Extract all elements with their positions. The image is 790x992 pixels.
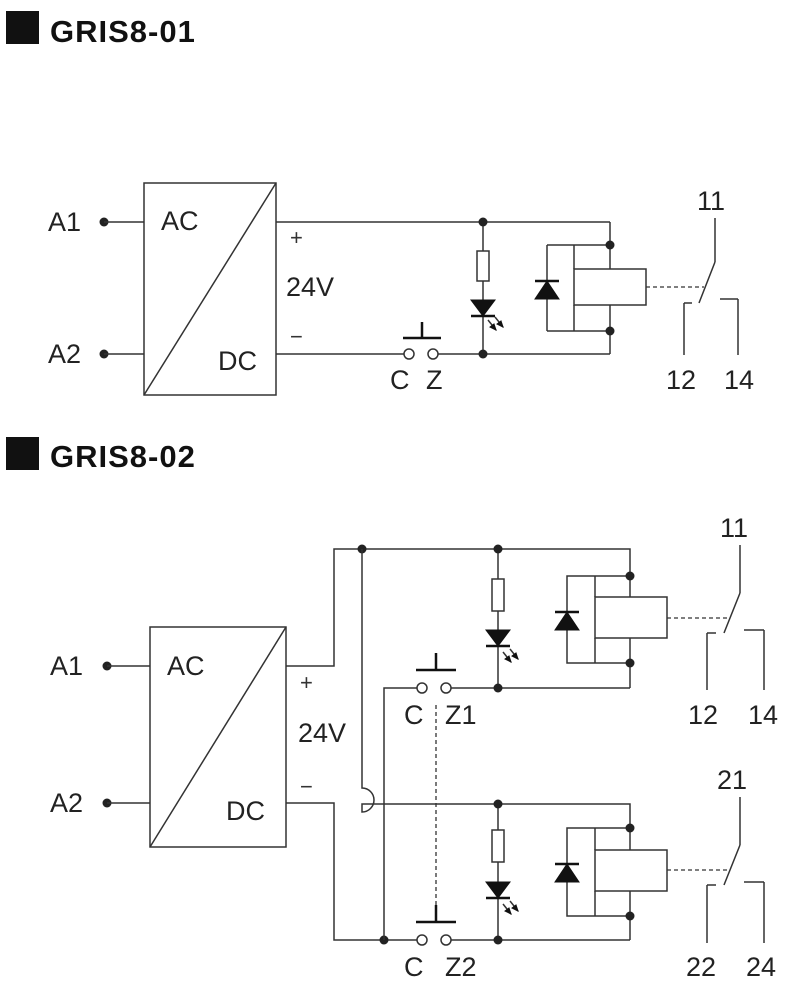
section-gris8-01: GRIS8-01 A1 A2 AC DC + − 24V [6, 11, 754, 396]
contact-14-label: 14 [748, 700, 778, 730]
input-a2-label: A2 [48, 339, 81, 369]
push-button-switch: C Z [390, 322, 443, 395]
converter-dc-label: DC [226, 796, 265, 826]
contact-11-label: 11 [697, 186, 725, 216]
resistor-icon [491, 578, 505, 612]
wiring [286, 544, 631, 945]
title-square-icon [6, 437, 39, 470]
switch-z-label: Z [426, 365, 443, 395]
converter-ac-label: AC [167, 651, 205, 681]
plus-label: + [290, 225, 303, 250]
plus-label: + [300, 670, 313, 695]
input-terminals: A1 A2 [50, 651, 150, 818]
section-title: GRIS8-02 [50, 439, 196, 474]
relay-contact: 11 12 14 [666, 186, 754, 395]
switch-c-label: C [404, 952, 424, 982]
relay-coil-icon [594, 596, 668, 639]
resistor-icon [491, 829, 505, 863]
ac-dc-converter: AC DC [149, 626, 287, 848]
converter-ac-label: AC [161, 206, 199, 236]
relay-2: 21 22 24 [554, 765, 776, 982]
relay-1: 11 12 14 [554, 513, 778, 730]
relay: 11 12 14 [534, 186, 754, 395]
title-square-icon [6, 11, 39, 44]
led-icon [485, 629, 519, 663]
switch-c-label: C [404, 700, 424, 730]
voltage-label: 24V [298, 718, 346, 748]
led-icon [485, 881, 519, 915]
diode-icon [534, 279, 560, 300]
contact-22-label: 22 [686, 952, 716, 982]
push-button-switch-1: C Z1 [404, 653, 477, 730]
push-button-switch-2: C Z2 [404, 905, 477, 982]
contact-12-label: 12 [688, 700, 718, 730]
minus-label: − [290, 324, 303, 349]
switch-z1-label: Z1 [445, 700, 477, 730]
contact-21-label: 21 [717, 765, 747, 795]
section-title: GRIS8-01 [50, 14, 196, 49]
input-a1-label: A1 [48, 207, 81, 237]
contact-24-label: 24 [746, 952, 776, 982]
minus-label: − [300, 774, 313, 799]
input-a2-label: A2 [50, 788, 83, 818]
contact-11-label: 11 [720, 513, 748, 543]
input-a1-label: A1 [50, 651, 83, 681]
resistor-icon [476, 250, 490, 282]
input-terminals: A1 A2 [48, 207, 144, 369]
relay-contact: 21 22 24 [686, 765, 776, 982]
contact-14-label: 14 [724, 365, 754, 395]
relay-coil-icon [573, 268, 647, 306]
switch-z2-label: Z2 [445, 952, 477, 982]
diode-icon [554, 610, 580, 631]
contact-12-label: 12 [666, 365, 696, 395]
switch-c-label: C [390, 365, 410, 395]
ac-dc-converter: AC DC [143, 182, 277, 396]
voltage-label: 24V [286, 272, 334, 302]
section-gris8-02: GRIS8-02 A1 A2 AC DC + − 24V [6, 437, 778, 982]
led-icon [470, 299, 504, 331]
converter-dc-label: DC [218, 346, 257, 376]
relay-coil-icon [594, 849, 668, 892]
diode-icon [554, 862, 580, 883]
relay-contact: 11 12 14 [688, 513, 778, 730]
